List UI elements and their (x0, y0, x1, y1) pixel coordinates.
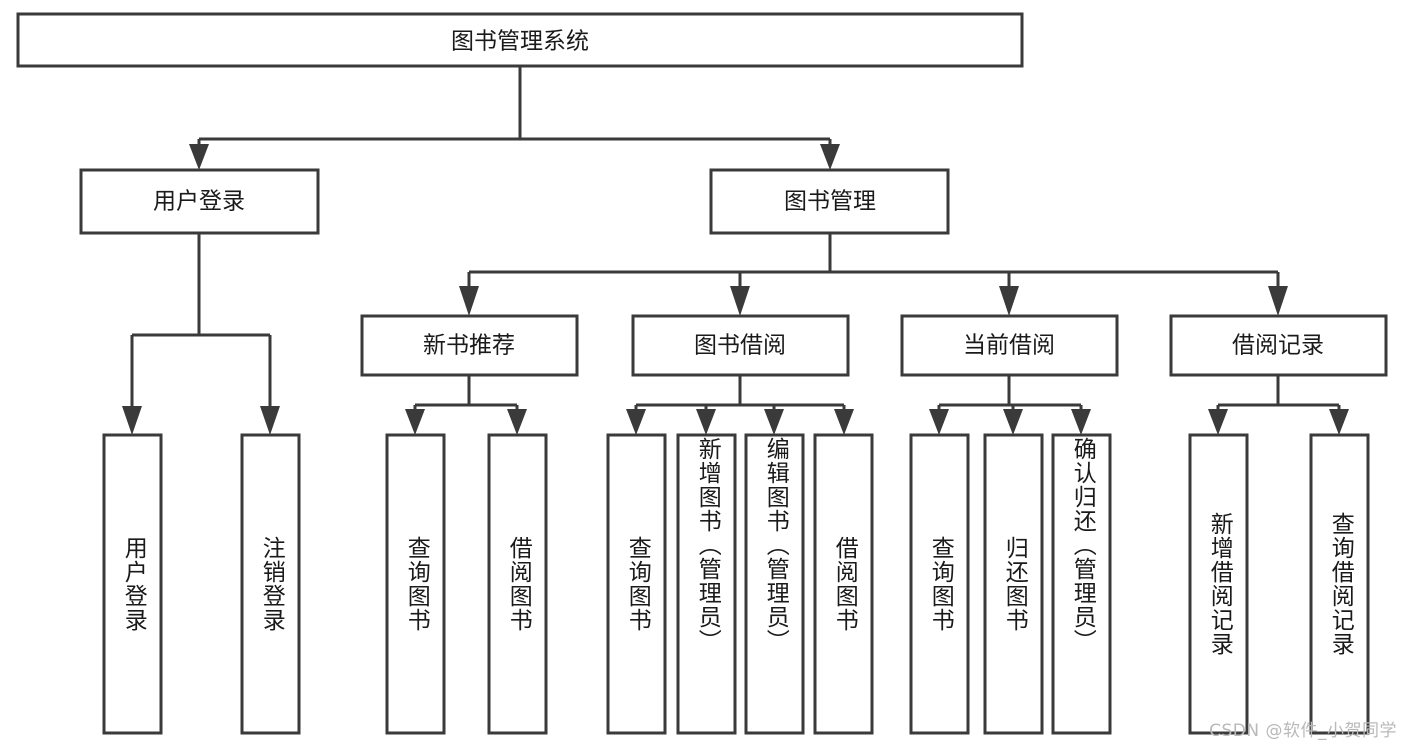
arrow-new-book-recommend (459, 286, 479, 316)
node-box-leaf-edit-book[interactable] (744, 433, 805, 735)
node-box-leaf-add-record[interactable] (1188, 433, 1249, 735)
arrow-leaf-user-login (122, 406, 142, 435)
node-label-user-login: 用户登录 (153, 189, 245, 215)
arrow-leaf-add-record (1208, 409, 1228, 435)
node-box-root[interactable] (16, 12, 1024, 68)
arrow-book-management (820, 144, 840, 170)
node-boxes-group: 图书管理系统 用户登录 图书管理 新书推荐 图书借阅 当前借阅 借阅记录 (16, 12, 1388, 735)
node-box-leaf-logout-login[interactable] (240, 433, 301, 735)
node-box-user-login[interactable] (79, 168, 320, 235)
node-box-leaf-query-record[interactable] (1309, 433, 1370, 735)
csdn-watermark: CSDN @软件_小贺同学 (1209, 721, 1397, 741)
node-box-leaf-borrow-book-rec[interactable] (487, 433, 548, 735)
arrow-leaf-confirm-return (1071, 409, 1091, 435)
connector-lines-group (122, 66, 1349, 435)
arrow-leaf-borrow-book (834, 409, 854, 435)
arrow-leaf-borrow-book-rec (507, 409, 527, 435)
node-box-leaf-query-book-rec[interactable] (385, 433, 446, 735)
node-box-new-book-recommend[interactable] (360, 314, 579, 377)
node-label-new-book-recommend: 新书推荐 (423, 333, 515, 359)
node-box-leaf-query-book-borrow[interactable] (606, 433, 667, 735)
node-box-borrow-record[interactable] (1169, 314, 1388, 377)
node-box-book-management[interactable] (709, 168, 950, 235)
arrow-leaf-logout-login (260, 406, 280, 435)
node-box-book-borrow[interactable] (631, 314, 850, 377)
node-label-current-borrow: 当前借阅 (963, 333, 1055, 359)
arrow-leaf-query-book-cur (929, 409, 949, 435)
node-label-book-management: 图书管理 (784, 189, 876, 215)
arrow-book-borrow (730, 286, 750, 316)
arrow-leaf-query-book-rec (405, 409, 425, 435)
node-box-leaf-query-book-cur[interactable] (909, 433, 970, 735)
node-box-leaf-user-login[interactable] (102, 433, 163, 735)
node-box-leaf-confirm-return[interactable] (1051, 433, 1112, 735)
node-label-book-borrow: 图书借阅 (694, 333, 786, 359)
arrow-leaf-add-book (696, 409, 716, 435)
arrow-current-borrow (999, 286, 1019, 316)
arrow-user-login (189, 144, 209, 170)
arrow-leaf-edit-book (764, 409, 784, 435)
node-box-leaf-borrow-book[interactable] (813, 433, 874, 735)
node-box-leaf-return-book[interactable] (983, 433, 1044, 735)
arrow-leaf-query-record (1329, 409, 1349, 435)
node-box-leaf-add-book[interactable] (676, 433, 737, 735)
node-label-borrow-record: 借阅记录 (1232, 333, 1324, 359)
arrow-borrow-record (1268, 286, 1288, 316)
arrow-leaf-query-book-borrow (626, 409, 646, 435)
arrow-leaf-return-book (1003, 409, 1023, 435)
node-box-current-borrow[interactable] (900, 314, 1119, 377)
node-label-root: 图书管理系统 (451, 29, 589, 55)
